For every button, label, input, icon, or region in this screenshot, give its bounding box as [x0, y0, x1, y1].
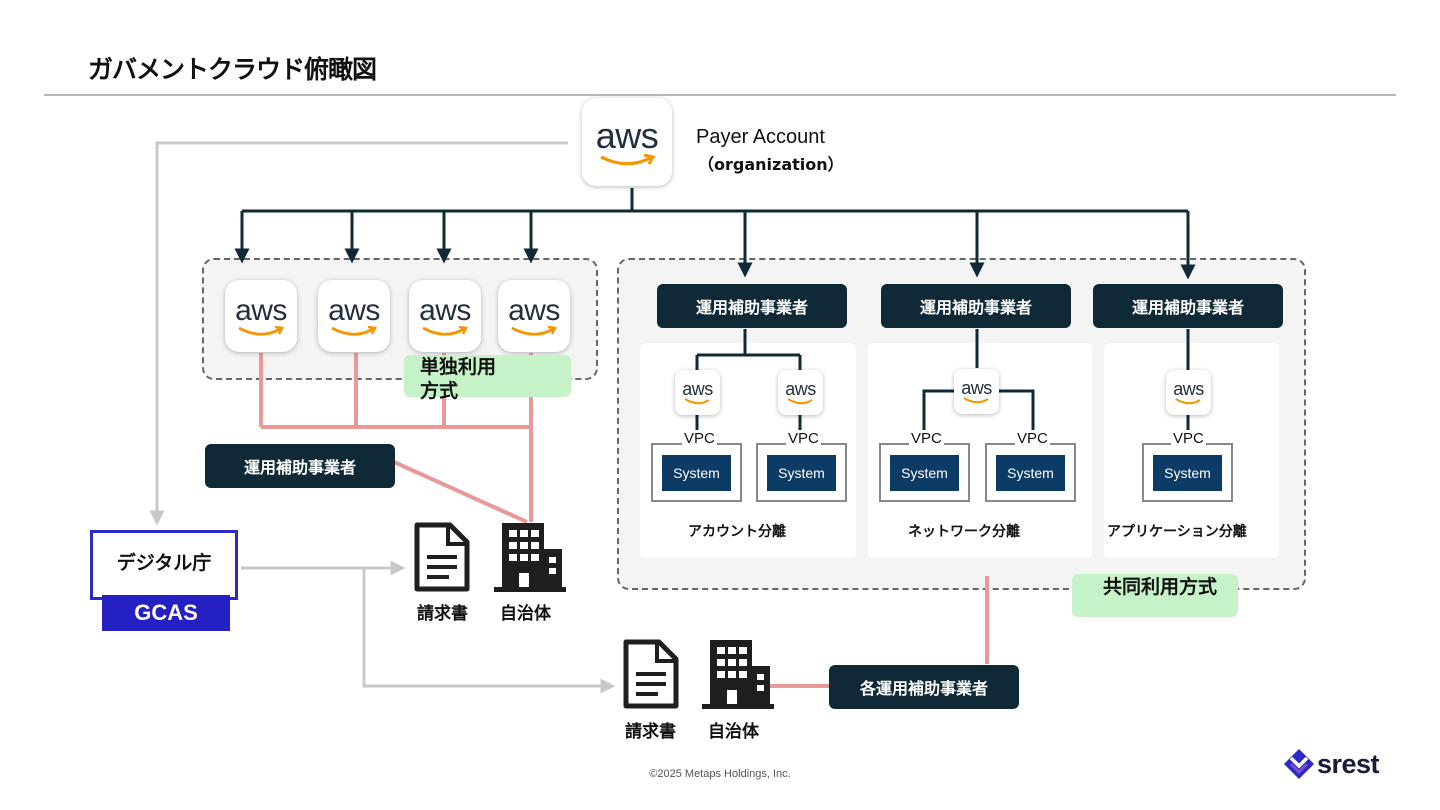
vpc-label: VPC: [909, 430, 944, 447]
brand-name: srest: [1317, 748, 1380, 779]
aws-logo-text: aws: [961, 378, 992, 398]
individual-aws-logo: aws: [318, 280, 390, 352]
network-separation-caption: ネットワーク分離: [908, 524, 1020, 540]
payer-account-title: Payer Account: [696, 126, 825, 148]
vpc-label: VPC: [682, 430, 717, 447]
aws-smile-icon: [422, 325, 468, 336]
aws-logo-text: aws: [235, 293, 287, 327]
individual-aws-logo: aws: [409, 280, 481, 352]
aws-smile-icon: [1174, 398, 1201, 405]
group3-aws-logo: aws: [1166, 370, 1211, 415]
all-operators-label: 各運用補助事業者: [829, 665, 1019, 709]
shared-use-label: 共同利用方式: [1072, 574, 1238, 617]
title-divider: [44, 94, 1396, 96]
payer-account-subtitle: （organization）: [698, 155, 844, 174]
application-separation-caption: アプリケーション分離: [1107, 524, 1247, 540]
group2-operator-label: 運用補助事業者: [881, 284, 1071, 328]
document-icon: [414, 522, 470, 592]
vpc-label: VPC: [1015, 430, 1050, 447]
aws-logo-text: aws: [785, 379, 816, 399]
individual-aws-logo: aws: [498, 280, 570, 352]
aws-smile-icon: [238, 325, 284, 336]
gcas-badge: GCAS: [102, 595, 230, 631]
system-box: System: [996, 455, 1065, 491]
aws-smile-icon: [683, 398, 710, 405]
payer-aws-logo: aws: [582, 98, 672, 186]
digital-agency-box: デジタル庁: [90, 530, 238, 600]
municipality-label: 自治体: [708, 722, 759, 742]
group1-aws-logo: aws: [778, 370, 823, 415]
municipality-label: 自治体: [500, 604, 551, 624]
individual-aws-logo: aws: [225, 280, 297, 352]
page-title: ガバメントクラウド俯瞰図: [88, 55, 377, 84]
account-separation-caption: アカウント分離: [688, 524, 786, 540]
group2-aws-logo: aws: [954, 369, 999, 414]
aws-logo-text: aws: [1173, 379, 1204, 399]
group3-operator-label: 運用補助事業者: [1093, 284, 1283, 328]
individual-operator-label: 運用補助事業者: [205, 444, 395, 488]
copyright: ©2025 Metaps Holdings, Inc.: [649, 768, 791, 780]
document-icon: [623, 639, 679, 709]
vpc-label: VPC: [786, 430, 821, 447]
building-icon: [494, 523, 566, 592]
aws-smile-icon: [331, 325, 377, 336]
brand-logo: srest: [1283, 748, 1380, 780]
system-box: System: [1153, 455, 1222, 491]
invoice-label: 請求書: [625, 722, 676, 742]
invoice-label: 請求書: [417, 604, 468, 624]
individual-use-label: 単独利用方式: [404, 355, 571, 402]
digital-agency-name: デジタル庁: [116, 551, 212, 574]
group1-aws-logo: aws: [675, 370, 720, 415]
system-box: System: [767, 455, 836, 491]
system-box: System: [890, 455, 959, 491]
aws-smile-icon: [962, 397, 989, 404]
aws-smile-icon: [786, 398, 813, 405]
aws-logo-text: aws: [682, 379, 713, 399]
aws-logo-text: aws: [419, 293, 471, 327]
srest-logo-icon: [1284, 749, 1314, 779]
aws-smile-icon: [511, 325, 557, 336]
system-box: System: [662, 455, 731, 491]
aws-logo-text: aws: [508, 293, 560, 327]
aws-logo-text: aws: [328, 293, 380, 327]
aws-smile-icon: [600, 153, 656, 165]
group1-operator-label: 運用補助事業者: [657, 284, 847, 328]
aws-logo-text: aws: [595, 114, 659, 156]
building-icon: [702, 640, 774, 709]
vpc-label: VPC: [1171, 430, 1206, 447]
